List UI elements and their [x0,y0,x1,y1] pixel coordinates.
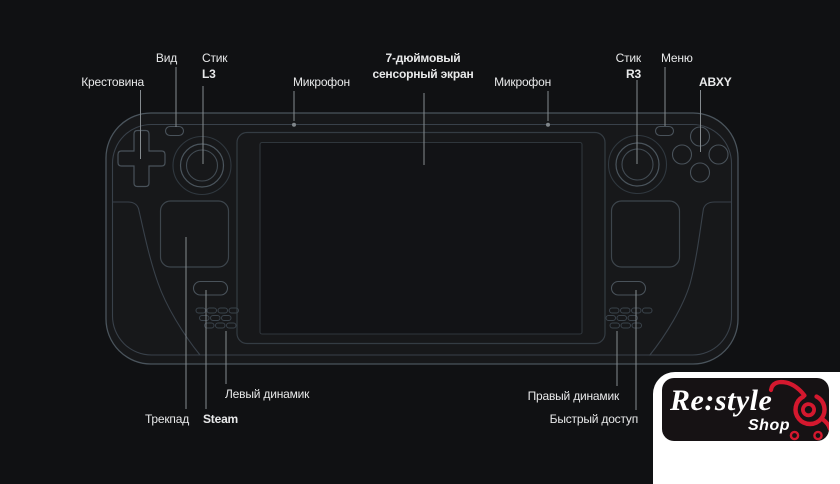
steam-button [192,280,229,296]
touchscreen [259,141,583,335]
cart-wheel-left [789,430,800,441]
logo-brand-text: Re:style [670,384,773,417]
left-trackpad [159,200,230,268]
label-steam-button: Steam [203,412,239,426]
right-speaker-grille [605,307,653,329]
label-quick-access: Быстрый доступ [549,412,639,426]
mic-left-dot [292,122,296,127]
logo-patch: Re:style Shop [653,372,840,484]
cart-handle [768,379,807,398]
logo-shop-text: Shop [748,417,790,434]
device-seam-line [111,123,733,356]
view-button [164,125,185,137]
cart-wheel-right [813,430,823,441]
menu-button [654,125,675,137]
screen-bezel [236,131,606,345]
label-mic-right: Микрофон [494,75,551,89]
label-mic-left: Микрофон [293,75,350,89]
label-trackpad: Трекпад [144,412,189,426]
label-view-button: Вид [155,51,177,65]
leader-lines [140,67,701,410]
label-dpad: Крестовина [81,75,144,89]
at-symbol [793,394,829,432]
restyle-shop-logo: Re:style Shop [662,378,829,441]
left-stick [172,135,232,196]
label-right-speaker: Правый динамик [527,389,620,403]
right-trackpad [610,200,681,268]
dpad [117,129,166,188]
right-grip-seam [649,201,732,356]
mic-right-dot [546,122,550,127]
label-left-speaker: Левый динамик [225,387,310,401]
label-abxy: ABXY [699,75,732,89]
label-menu-button: Меню [661,51,693,65]
left-grip-seam [112,201,201,356]
cart-at-icon [768,379,829,441]
quick-access-button [610,280,647,296]
